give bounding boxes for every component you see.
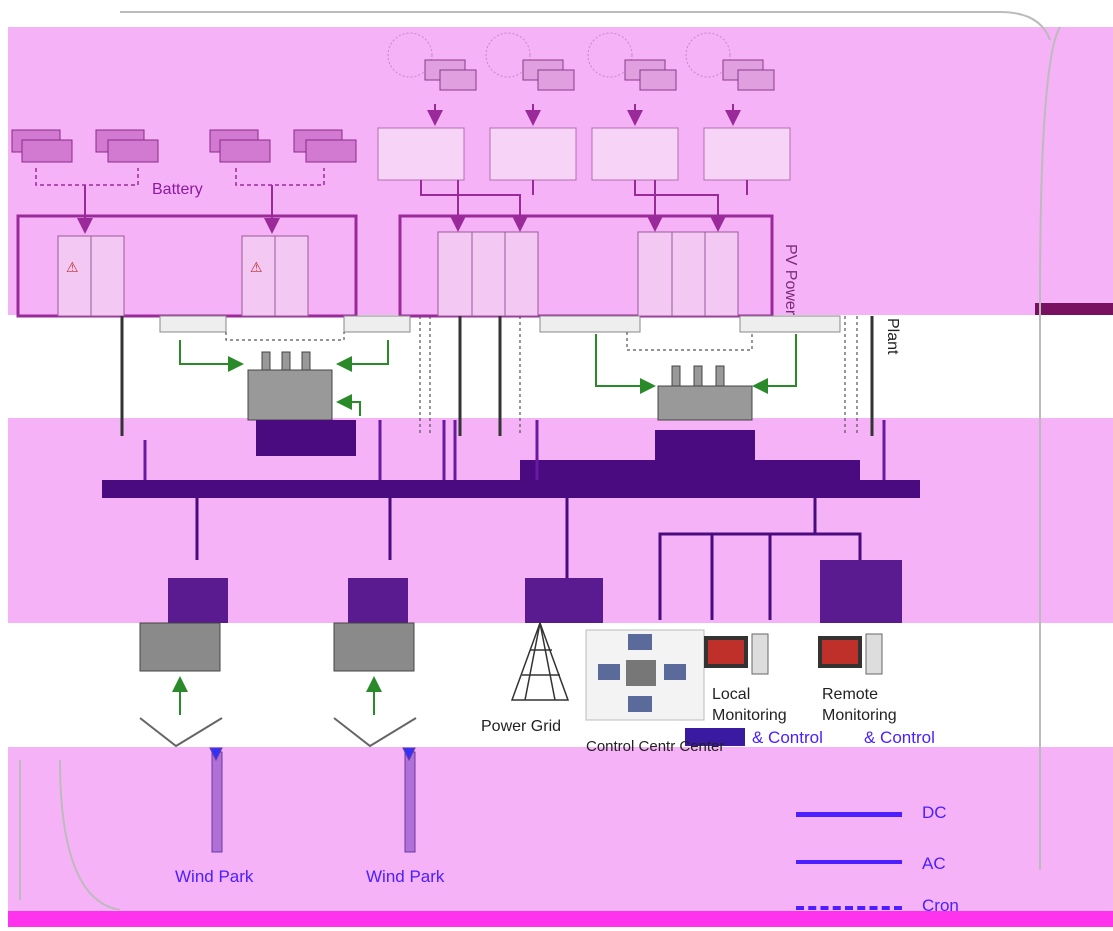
wind-turbine-icon <box>140 718 416 746</box>
legend-line-ac <box>796 860 902 864</box>
legend-label-ac: AC <box>922 854 946 874</box>
control-center-label: Control Centr Center <box>586 738 724 755</box>
wind-turbine-icon <box>210 748 415 852</box>
warning-icon: ⚠ <box>250 259 263 275</box>
remote-monitoring-label-1: Remote <box>822 686 878 704</box>
power-grid-label: Power Grid <box>481 718 561 736</box>
local-monitoring-label-3: & Control <box>752 728 823 748</box>
transformer-icon <box>140 623 414 671</box>
transformer-icon <box>168 578 408 623</box>
transmission-tower-icon <box>512 623 568 700</box>
computer-monitor-icon <box>704 634 882 674</box>
warning-icon: ⚠ <box>66 259 79 275</box>
wind-park-label-1: Wind Park <box>175 867 253 887</box>
legend-label-dc: DC <box>922 803 947 823</box>
combiner-box-icon <box>378 128 790 180</box>
local-monitoring-label-1: Local <box>712 686 750 704</box>
remote-monitoring-label-2: Monitoring <box>822 707 897 725</box>
pv-plant-label-top: PV Power <box>782 244 799 316</box>
remote-monitoring-label-3: & Control <box>864 728 935 748</box>
transmission-tower-icon <box>525 578 603 623</box>
inverter-cabinet-icon <box>438 232 738 316</box>
computer-monitor-icon <box>820 560 902 623</box>
battery-icon <box>12 130 356 162</box>
legend-label-control: Cron <box>922 896 959 916</box>
local-monitoring-label-2: Monitoring <box>712 707 787 725</box>
substation-frames <box>122 316 872 436</box>
wind-park-label-2: Wind Park <box>366 867 444 887</box>
control-center-icon <box>586 630 704 720</box>
inverter-cabinet-icon <box>58 236 308 316</box>
pv-plant-label-bottom: Plant <box>884 318 901 355</box>
solar-panel-icon <box>388 33 774 90</box>
battery-label: Battery <box>152 181 203 198</box>
legend-line-dc <box>796 812 902 817</box>
legend-line-control <box>796 906 902 910</box>
